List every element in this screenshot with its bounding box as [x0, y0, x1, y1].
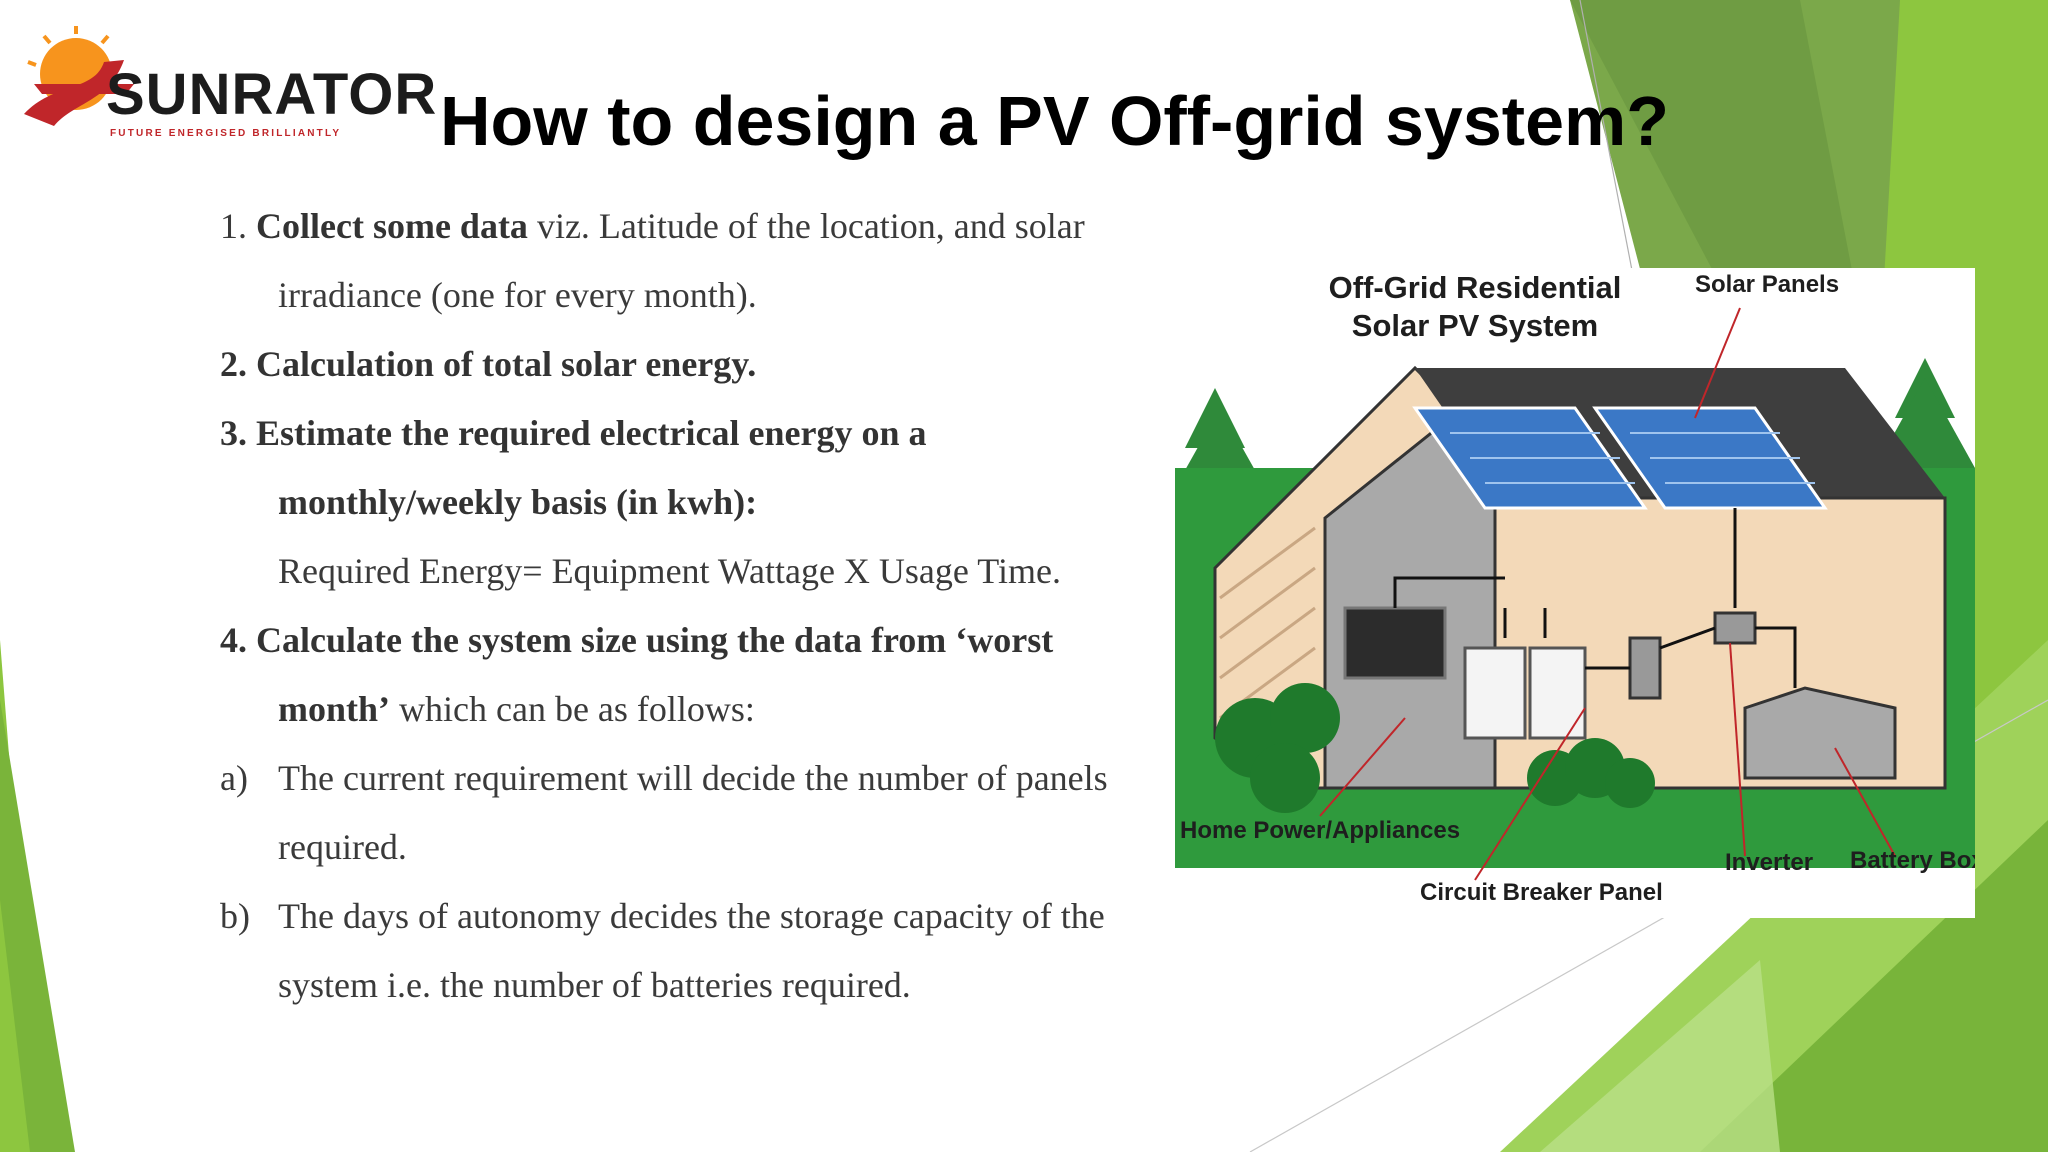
step-2: 2. Calculation of total solar energy. — [220, 338, 1170, 407]
washer-icon — [1463, 646, 1527, 740]
label-inverter: Inverter — [1725, 849, 1813, 876]
battery-box-icon — [1743, 686, 1897, 780]
step-1-continued: irradiance (one for every month). — [278, 275, 757, 315]
step-2-bold: 2. Calculation of total solar energy. — [220, 344, 757, 384]
tv-icon — [1343, 606, 1447, 680]
label-solar-panels: Solar Panels — [1695, 271, 1839, 298]
shrubs-icon — [1215, 683, 1655, 813]
step-4: 4. Calculate the system size using the d… — [220, 614, 1170, 683]
offgrid-pv-diagram: Off-Grid Residential Solar PV System — [1175, 268, 1975, 918]
label-battery-box: Battery Box — [1850, 847, 1975, 874]
sub-item-a-marker: a) — [220, 758, 248, 798]
sunrator-logo: SUNRATOR FUTURE ENERGISED BRILLIANTLY — [14, 22, 438, 142]
breaker-box-icon — [1628, 636, 1662, 700]
step-3: 3. Estimate the required electrical ener… — [220, 407, 1170, 476]
inverter-icon — [1713, 611, 1757, 645]
wiring-icon — [1393, 508, 1797, 688]
dryer-icon — [1528, 646, 1587, 740]
sun-swoosh-icon — [24, 26, 134, 126]
step-3-formula: Required Energy= Equipment Wattage X Usa… — [278, 551, 1061, 591]
sub-item-a-text: The current requirement will decide the … — [278, 758, 1108, 798]
logo-wordmark: SUNRATOR — [106, 62, 438, 127]
label-circuit-breaker: Circuit Breaker Panel — [1420, 879, 1663, 906]
step-3-continued: monthly/weekly basis (in kwh): — [220, 476, 1170, 545]
step-1-number: 1. — [220, 206, 247, 246]
sub-item-b-continued: system i.e. the number of batteries requ… — [278, 965, 911, 1005]
slide-title: How to design a PV Off-grid system? — [440, 82, 1670, 160]
diagram-title-line1: Off-Grid Residential — [1329, 270, 1622, 305]
sub-item-a: a) The current requirement will decide th… — [220, 752, 1170, 821]
diagram-title-line2: Solar PV System — [1352, 308, 1598, 343]
step-1-text: viz. Latitude of the location, and solar — [527, 206, 1085, 246]
step-4-bold: 4. Calculate the system size using the d… — [220, 620, 1054, 660]
logo-tagline: FUTURE ENERGISED BRILLIANTLY — [110, 128, 342, 139]
sub-item-a-continued: required. — [278, 827, 407, 867]
solar-panels-icon — [1412, 406, 1828, 510]
step-3-bold-continued: monthly/weekly basis (in kwh): — [278, 482, 758, 522]
label-home-power: Home Power/Appliances — [1180, 817, 1460, 844]
step-4-continued: month’ which can be as follows: — [220, 683, 1170, 752]
sub-item-b-marker: b) — [220, 896, 250, 936]
sub-item-b: b) The days of autonomy decides the stora… — [220, 890, 1170, 959]
step-4-text: which can be as follows: — [390, 689, 755, 729]
sub-item-b-text: The days of autonomy decides the storage… — [278, 896, 1105, 936]
step-4-bold-continued: month’ — [278, 689, 391, 729]
step-3-bold: 3. Estimate the required electrical ener… — [220, 413, 927, 453]
step-1-bold: Collect some data — [256, 206, 528, 246]
step-1: 1. Collect some data viz. Latitude of th… — [220, 200, 1170, 269]
content-body: 1. Collect some data viz. Latitude of th… — [220, 200, 1170, 1028]
label-leaders — [1319, 307, 1896, 881]
